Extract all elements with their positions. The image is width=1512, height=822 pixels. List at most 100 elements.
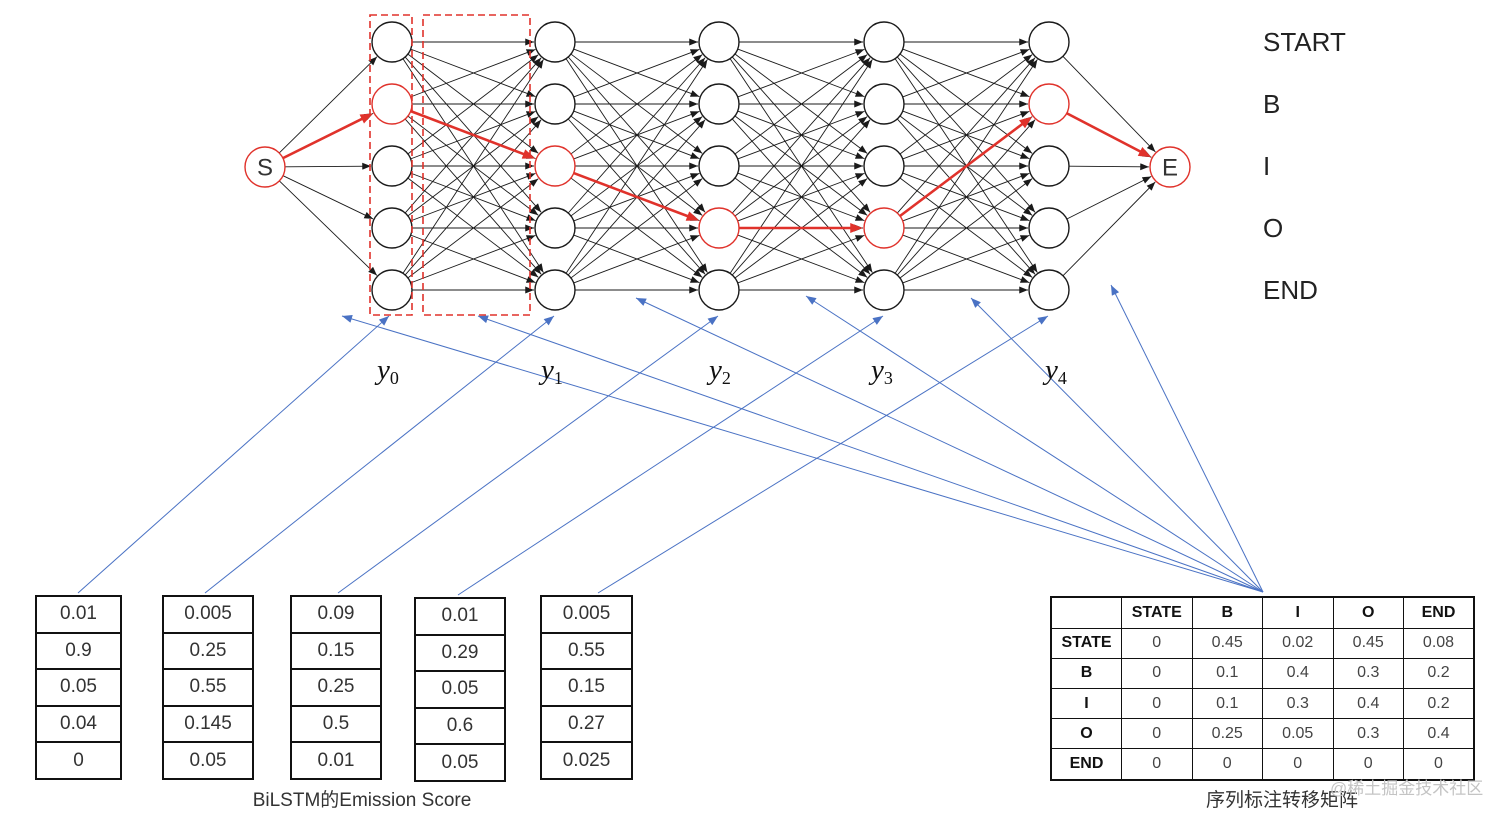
transition-edge xyxy=(410,49,536,98)
emission-cell: 0.25 xyxy=(162,631,254,671)
transition-edge xyxy=(402,59,544,274)
state-node-y0-start-circle xyxy=(371,21,413,63)
matrix-cell: 0.3 xyxy=(1332,657,1404,689)
emission-cell: 0.145 xyxy=(162,704,254,744)
emission-cell: 0.01 xyxy=(414,597,506,636)
emission-row: 0.005 xyxy=(162,595,254,634)
state-node-y3-b-circle xyxy=(863,83,905,125)
transition-edge xyxy=(410,235,536,284)
matrix-cell: 0.1 xyxy=(1191,657,1263,689)
transition-caption: 序列标注转移矩阵 xyxy=(1205,790,1358,811)
state-node-y3-start-circle xyxy=(863,21,905,63)
best-path xyxy=(282,109,1152,233)
state-node-y0-end-circle xyxy=(371,269,413,311)
state-node-y4-o-circle xyxy=(1028,207,1070,249)
state-label-b: B xyxy=(1263,89,1280,119)
emission-caption: BiLSTM的Emission Score xyxy=(252,790,472,811)
emission-row: 0.05 xyxy=(414,743,506,782)
matrix-cell: 0 xyxy=(1191,748,1263,781)
step-label-y2: y2 xyxy=(706,354,731,388)
transition-edge xyxy=(1062,56,1156,153)
step-index: 1 xyxy=(554,368,563,388)
emission-row: 0.01 xyxy=(414,597,506,636)
emission-cell: 0.5 xyxy=(290,704,382,744)
end-node: E xyxy=(1149,146,1191,188)
state-node-y4-start xyxy=(1028,21,1070,63)
transition-pointer-4 xyxy=(970,297,1264,593)
step-variable: y xyxy=(1042,354,1058,386)
matrix-row-header: END xyxy=(1050,748,1122,781)
best-path-edge xyxy=(899,116,1033,218)
emission-row: 0.55 xyxy=(540,631,633,671)
step-variable: y xyxy=(868,354,884,386)
state-node-y1-start xyxy=(534,21,576,63)
transition-edge xyxy=(1062,181,1156,277)
state-node-y2-end-circle xyxy=(698,269,740,311)
emission-pointer-y0 xyxy=(77,315,390,594)
emission-cell: 0.6 xyxy=(414,706,506,746)
transition-pointer-0 xyxy=(341,315,1264,593)
emission-row: 0.01 xyxy=(290,741,382,780)
matrix-cell: 0.2 xyxy=(1403,657,1475,689)
state-node-y2-b xyxy=(698,83,740,125)
transition-edge xyxy=(899,54,1033,155)
matrix-cell: 0 xyxy=(1403,748,1475,781)
state-node-y0-end xyxy=(371,269,413,311)
transition-edge xyxy=(731,57,871,214)
transition-edge xyxy=(734,54,868,155)
emission-row: 0.55 xyxy=(162,668,254,707)
transition-edge xyxy=(899,178,1033,279)
state-node-y2-i xyxy=(698,145,740,187)
state-node-y1-start-circle xyxy=(534,21,576,63)
emission-row: 0.15 xyxy=(290,631,382,671)
emission-cell: 0.09 xyxy=(290,595,382,634)
step-index: 2 xyxy=(722,368,731,388)
matrix-cell: 0.2 xyxy=(1403,687,1475,720)
matrix-column-header: O xyxy=(1332,596,1404,629)
matrix-column-header: STATE xyxy=(1121,596,1193,629)
step-index: 4 xyxy=(1058,368,1067,388)
transition-edge xyxy=(279,180,378,276)
state-node-y1-b xyxy=(534,83,576,125)
state-node-y4-end-circle xyxy=(1028,269,1070,311)
matrix-cell: 0.45 xyxy=(1332,627,1404,659)
emission-pointer-y4 xyxy=(597,315,1049,594)
state-node-y0-o xyxy=(371,207,413,249)
matrix-column-header: B xyxy=(1191,596,1263,629)
matrix-cell: 0.08 xyxy=(1403,627,1475,659)
emission-pointer-y3 xyxy=(457,315,884,596)
matrix-cell: 0.4 xyxy=(1332,687,1404,720)
transition-edge xyxy=(731,119,871,276)
state-node-y3-i xyxy=(863,145,905,187)
emission-row: 0.04 xyxy=(35,704,122,744)
emission-row: 0.9 xyxy=(35,631,122,671)
emission-cell: 0.005 xyxy=(162,595,254,634)
step-variable: y xyxy=(538,354,554,386)
transition-edge xyxy=(404,119,542,276)
transition-edge xyxy=(896,57,1036,214)
state-node-y1-i xyxy=(534,145,576,187)
emission-cell: 0.55 xyxy=(162,668,254,707)
state-node-y4-b xyxy=(1028,83,1070,125)
emission-cell: 0.01 xyxy=(290,741,382,780)
state-node-y1-end xyxy=(534,269,576,311)
step-index: 3 xyxy=(884,368,893,388)
state-node-y1-b-circle xyxy=(534,83,576,125)
state-node-y3-end-circle xyxy=(863,269,905,311)
matrix-row-header: STATE xyxy=(1050,627,1122,659)
emission-row: 0.145 xyxy=(162,704,254,744)
emission-cell: 0 xyxy=(35,741,122,780)
matrix-cell: 0.4 xyxy=(1403,718,1475,750)
state-node-y1-o-circle xyxy=(534,207,576,249)
transition-edge xyxy=(407,178,539,279)
